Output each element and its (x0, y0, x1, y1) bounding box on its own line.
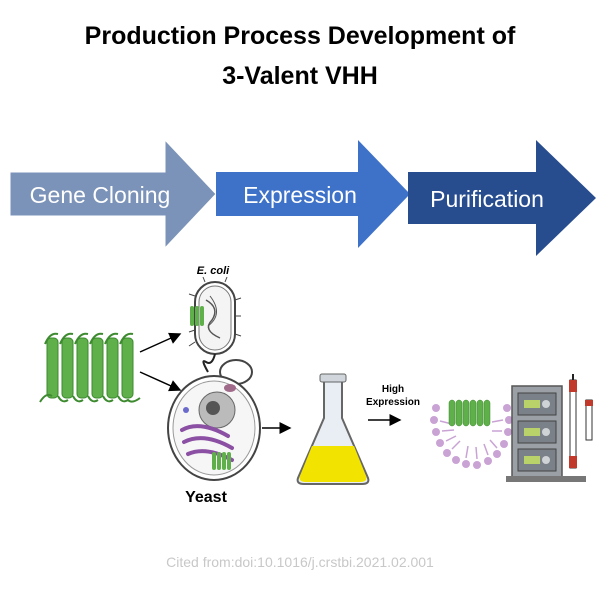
yeast-label: Yeast (185, 489, 227, 506)
citation-text: Cited from:doi:10.1016/j.crstbi.2021.02.… (166, 554, 434, 570)
step-arrow-expression: Expression (216, 140, 410, 248)
step-label-gene-cloning: Gene Cloning (30, 182, 171, 208)
diagram-title-line-2: 3-Valent VHH (222, 62, 378, 90)
high-expression-label-line-1: High (382, 384, 404, 395)
culture-flask-icon (296, 373, 370, 485)
high-expression-label-line-2: Expression (366, 397, 420, 408)
step-label-expression: Expression (243, 182, 357, 208)
chromatography-system-icon (506, 374, 593, 482)
vhh-helix-bundle-icon (39, 332, 141, 403)
diagram-title-line-1: Production Process Development of (84, 22, 516, 50)
expressed-vhh-icon (430, 399, 513, 469)
ecoli-cell-icon (188, 276, 242, 373)
arrow-to-ecoli (139, 332, 182, 353)
step-label-purification: Purification (430, 186, 544, 212)
ecoli-label: E. coli (197, 265, 230, 277)
step-arrow-gene-cloning: Gene Cloning (9, 138, 217, 250)
arrow-to-yeast (139, 371, 182, 392)
yeast-cell-icon (167, 359, 261, 481)
step-arrow-purification: Purification (408, 140, 596, 256)
